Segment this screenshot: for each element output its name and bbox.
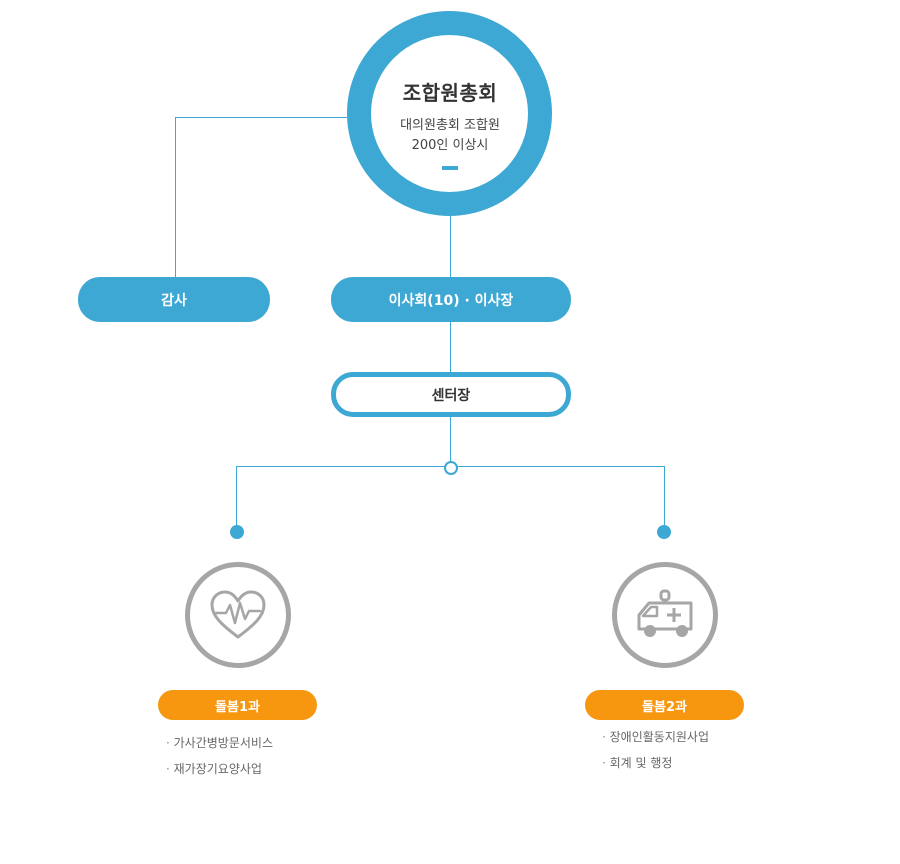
care-dept2-box: 돌봄2과 <box>585 690 744 720</box>
list-item: 장애인활동지원사업 <box>602 724 709 750</box>
care-dept2-services: 장애인활동지원사업 회계 및 행정 <box>602 724 709 776</box>
list-item: 회계 및 행정 <box>602 750 709 776</box>
general-assembly-subtitle-line1: 대의원총회 조합원 <box>400 118 500 133</box>
ambulance-icon <box>637 589 693 637</box>
care-dept1-box: 돌봄1과 <box>158 690 317 720</box>
connector-branch-left <box>236 466 237 528</box>
audit-label: 감사 <box>161 292 187 309</box>
care-dept2-icon-circle <box>612 562 718 668</box>
connector-director-branch <box>450 416 451 462</box>
branch-junction-node <box>444 461 458 475</box>
audit-box: 감사 <box>78 277 270 322</box>
connector-board-director <box>450 322 451 373</box>
branch-dot-right <box>657 525 671 539</box>
branch-dot-left <box>230 525 244 539</box>
care-dept1-label: 돌봄1과 <box>215 699 260 715</box>
general-assembly-connector-tick <box>442 166 458 170</box>
list-item: 가사간병방문서비스 <box>166 730 273 756</box>
general-assembly-title: 조합원총회 <box>402 81 498 105</box>
care-dept1-services: 가사간병방문서비스 재가장기요양사업 <box>166 730 273 782</box>
center-director-box: 센터장 <box>331 372 571 417</box>
connector-assembly-audit-horizontal <box>175 117 347 118</box>
connector-assembly-board <box>450 170 451 277</box>
board-box: 이사회(10) · 이사장 <box>331 277 571 322</box>
care-dept2-label: 돌봄2과 <box>642 699 687 715</box>
connector-assembly-audit-vertical <box>175 117 176 277</box>
general-assembly-subtitle-line2: 200인 이상시 <box>411 138 489 153</box>
connector-branch-right <box>664 466 665 528</box>
list-item: 재가장기요양사업 <box>166 756 273 782</box>
care-dept1-icon-circle <box>185 562 291 668</box>
board-label: 이사회(10) · 이사장 <box>388 292 514 309</box>
heart-pulse-icon <box>210 590 266 639</box>
center-director-label: 센터장 <box>431 387 471 404</box>
